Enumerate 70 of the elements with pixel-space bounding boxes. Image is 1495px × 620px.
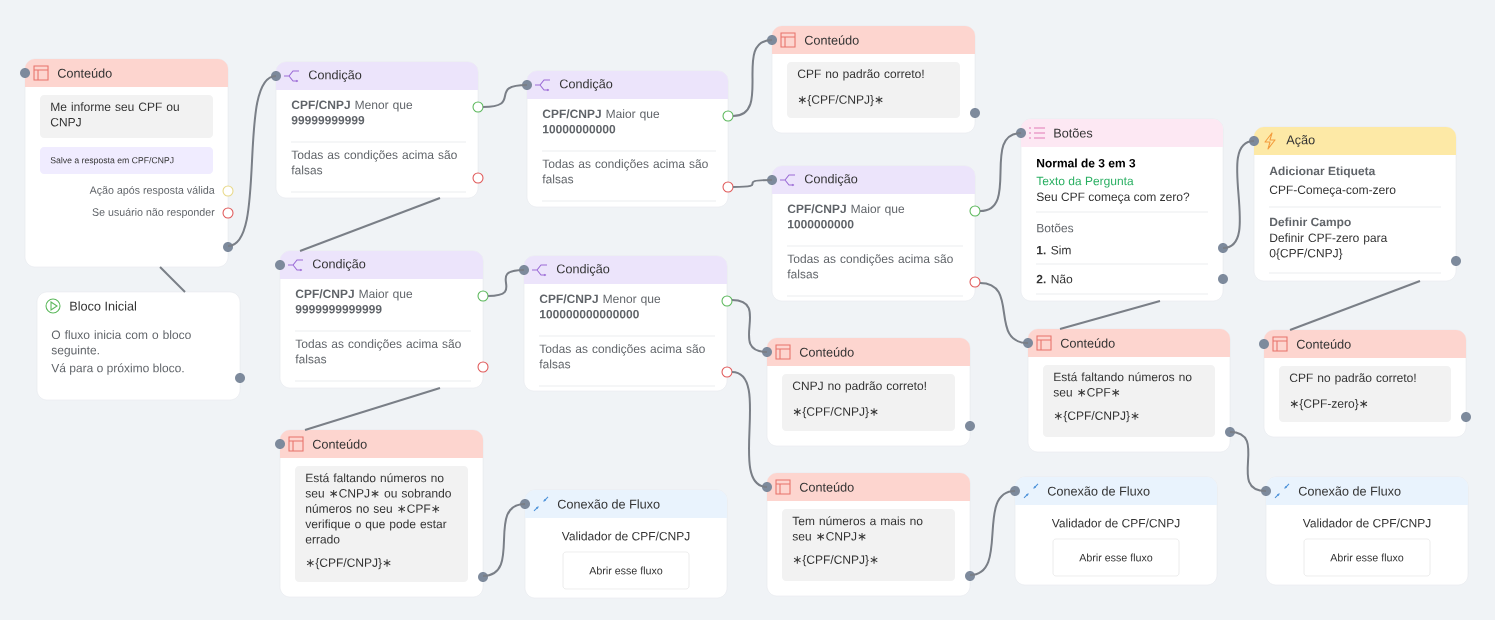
action-title: Adicionar Etiqueta (1269, 166, 1376, 178)
condition-text: CPF/CNPJ Menor que 100000000000000 (539, 294, 661, 319)
fallback-text: Todas as condições acima são falsas (295, 339, 461, 364)
card-header: Condição (280, 251, 483, 279)
description-text: O fluxo inicia com o bloco seguinte. (51, 330, 191, 357)
flow-name: Validador de CPF/CNPJ (1302, 518, 1431, 528)
description-text: Vá para o próximo bloco. (51, 363, 184, 375)
card-header: Conteúdo (767, 338, 970, 366)
connector (732, 39, 773, 117)
message-bubble: CNPJ no padrão correto! ∗{CPF/CNPJ}∗ (782, 374, 955, 431)
open-flow-button: Abrir esse fluxo (1052, 538, 1180, 577)
fallback-text: Todas as condições acima são falsas (542, 159, 708, 184)
card-title: Bloco Inicial (70, 301, 136, 311)
connector (1289, 280, 1421, 331)
message-bubble: Está faltando números no seu ∗CPF∗ ∗{CPF/CNPJ}∗ (1043, 365, 1215, 437)
connector (482, 84, 528, 108)
fallback-text: Todas as condições acima são falsas (787, 254, 953, 279)
message-bubble: CPF no padrão correto! ∗{CPF/CNPJ}∗ (787, 62, 960, 118)
open-flow-button: Abrir esse fluxo (1303, 538, 1431, 577)
flow-name: Validador de CPF/CNPJ (561, 531, 690, 541)
button-option: 1. Sim (1037, 245, 1071, 255)
fallback-text: Todas as condições acima são falsas (539, 344, 705, 369)
connector (482, 503, 526, 577)
connector (1222, 140, 1255, 249)
connector (1059, 300, 1161, 330)
question-text: Seu CPF começa com zero? (1036, 192, 1190, 204)
condition-text: CPF/CNPJ Menor que 99999999999 (291, 100, 413, 125)
option-label: Se usuário não responder (92, 207, 215, 219)
card-header: Condição (524, 256, 727, 284)
condition-text: CPF/CNPJ Maior que 10000000000 (542, 109, 660, 134)
layout-title: Normal de 3 em 3 (1037, 158, 1136, 168)
card-header: Ação (1254, 127, 1456, 155)
condition-text: CPF/CNPJ Maior que 9999999999999 (295, 289, 413, 314)
connector (979, 132, 1022, 212)
connector (299, 197, 441, 252)
card-header: Conexão de Fluxo (1015, 477, 1217, 505)
card-header: Condição (527, 71, 728, 99)
card-header: Conexão de Fluxo (1266, 477, 1468, 505)
connector (1229, 431, 1267, 492)
button-option: 2. Não (1036, 274, 1073, 284)
save-answer-tag: Salve a resposta em CPF/CNPJ (40, 147, 213, 174)
card-header: Condição (772, 166, 975, 194)
card-header: Conteúdo (772, 26, 975, 54)
action-value: CPF-Começa-com-zero (1269, 185, 1396, 197)
connector (732, 179, 773, 188)
connector (487, 269, 525, 297)
connector (979, 282, 1029, 344)
flow-name: Validador de CPF/CNPJ (1051, 518, 1180, 528)
question-label: Texto da Pergunta (1036, 176, 1134, 188)
connector (969, 490, 1016, 576)
message-bubble: Tem números a mais no seu ∗CNPJ∗ ∗{CPF/CNPJ}∗ (782, 509, 955, 581)
connector (304, 387, 441, 431)
connector (731, 299, 768, 353)
message-bubble: Está faltando números no seu ∗CNPJ∗ ou sobrando números no seu ∗CPF∗ verifique o que pode estar errado ∗{CPF/CNPJ}∗ (295, 466, 468, 582)
fallback-text: Todas as condições acima são falsas (291, 150, 457, 175)
message-bubble: CPF no padrão correto! ∗{CPF-zero}∗ (1279, 366, 1451, 422)
message-bubble: Me informe seu CPF ou CNPJ (40, 95, 213, 138)
card-header: Botões (1021, 119, 1223, 147)
option-label: Ação após resposta válida (89, 185, 215, 197)
card-header: Conteúdo (25, 59, 228, 87)
card-header: Condição (276, 62, 478, 90)
connector (227, 75, 277, 247)
condition-text: CPF/CNPJ Maior que 1000000000 (787, 204, 905, 229)
open-flow-button: Abrir esse fluxo (562, 551, 690, 590)
connector (731, 371, 768, 488)
card-header: Conexão de Fluxo (525, 490, 727, 518)
connector (159, 266, 186, 293)
action-value: Definir CPF-zero para 0{CPF/CNPJ} (1269, 233, 1388, 260)
section-label: Botões (1037, 223, 1074, 233)
action-title: Definir Campo (1270, 217, 1351, 229)
